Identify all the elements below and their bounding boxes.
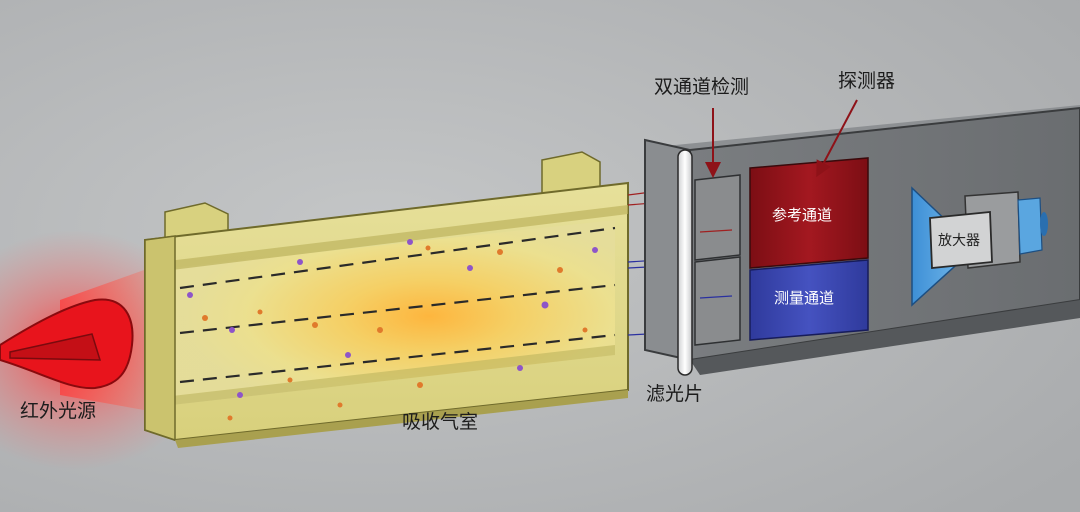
detector-label: 探测器 <box>838 70 896 92</box>
amplifier-stage <box>911 186 1048 307</box>
measurement-channel-label: 测量通道 <box>774 289 835 307</box>
measurement-channel-block <box>749 259 869 341</box>
filter-label: 滤光片 <box>646 383 704 405</box>
infrared-source-label: 红外光源 <box>20 400 97 422</box>
absorption-chamber <box>144 151 629 448</box>
absorption-chamber-label: 吸收气室 <box>402 411 479 433</box>
amplifier-box <box>929 211 993 269</box>
dual-channel-windows <box>694 174 741 346</box>
reference-channel-label: 参考通道 <box>772 206 833 224</box>
dual-channel-label: 双通道检测 <box>654 76 750 98</box>
gas-molecules <box>187 239 598 421</box>
detector-pointer <box>816 99 858 178</box>
filter-plate <box>677 149 693 376</box>
amplifier-label: 放大器 <box>938 233 980 249</box>
